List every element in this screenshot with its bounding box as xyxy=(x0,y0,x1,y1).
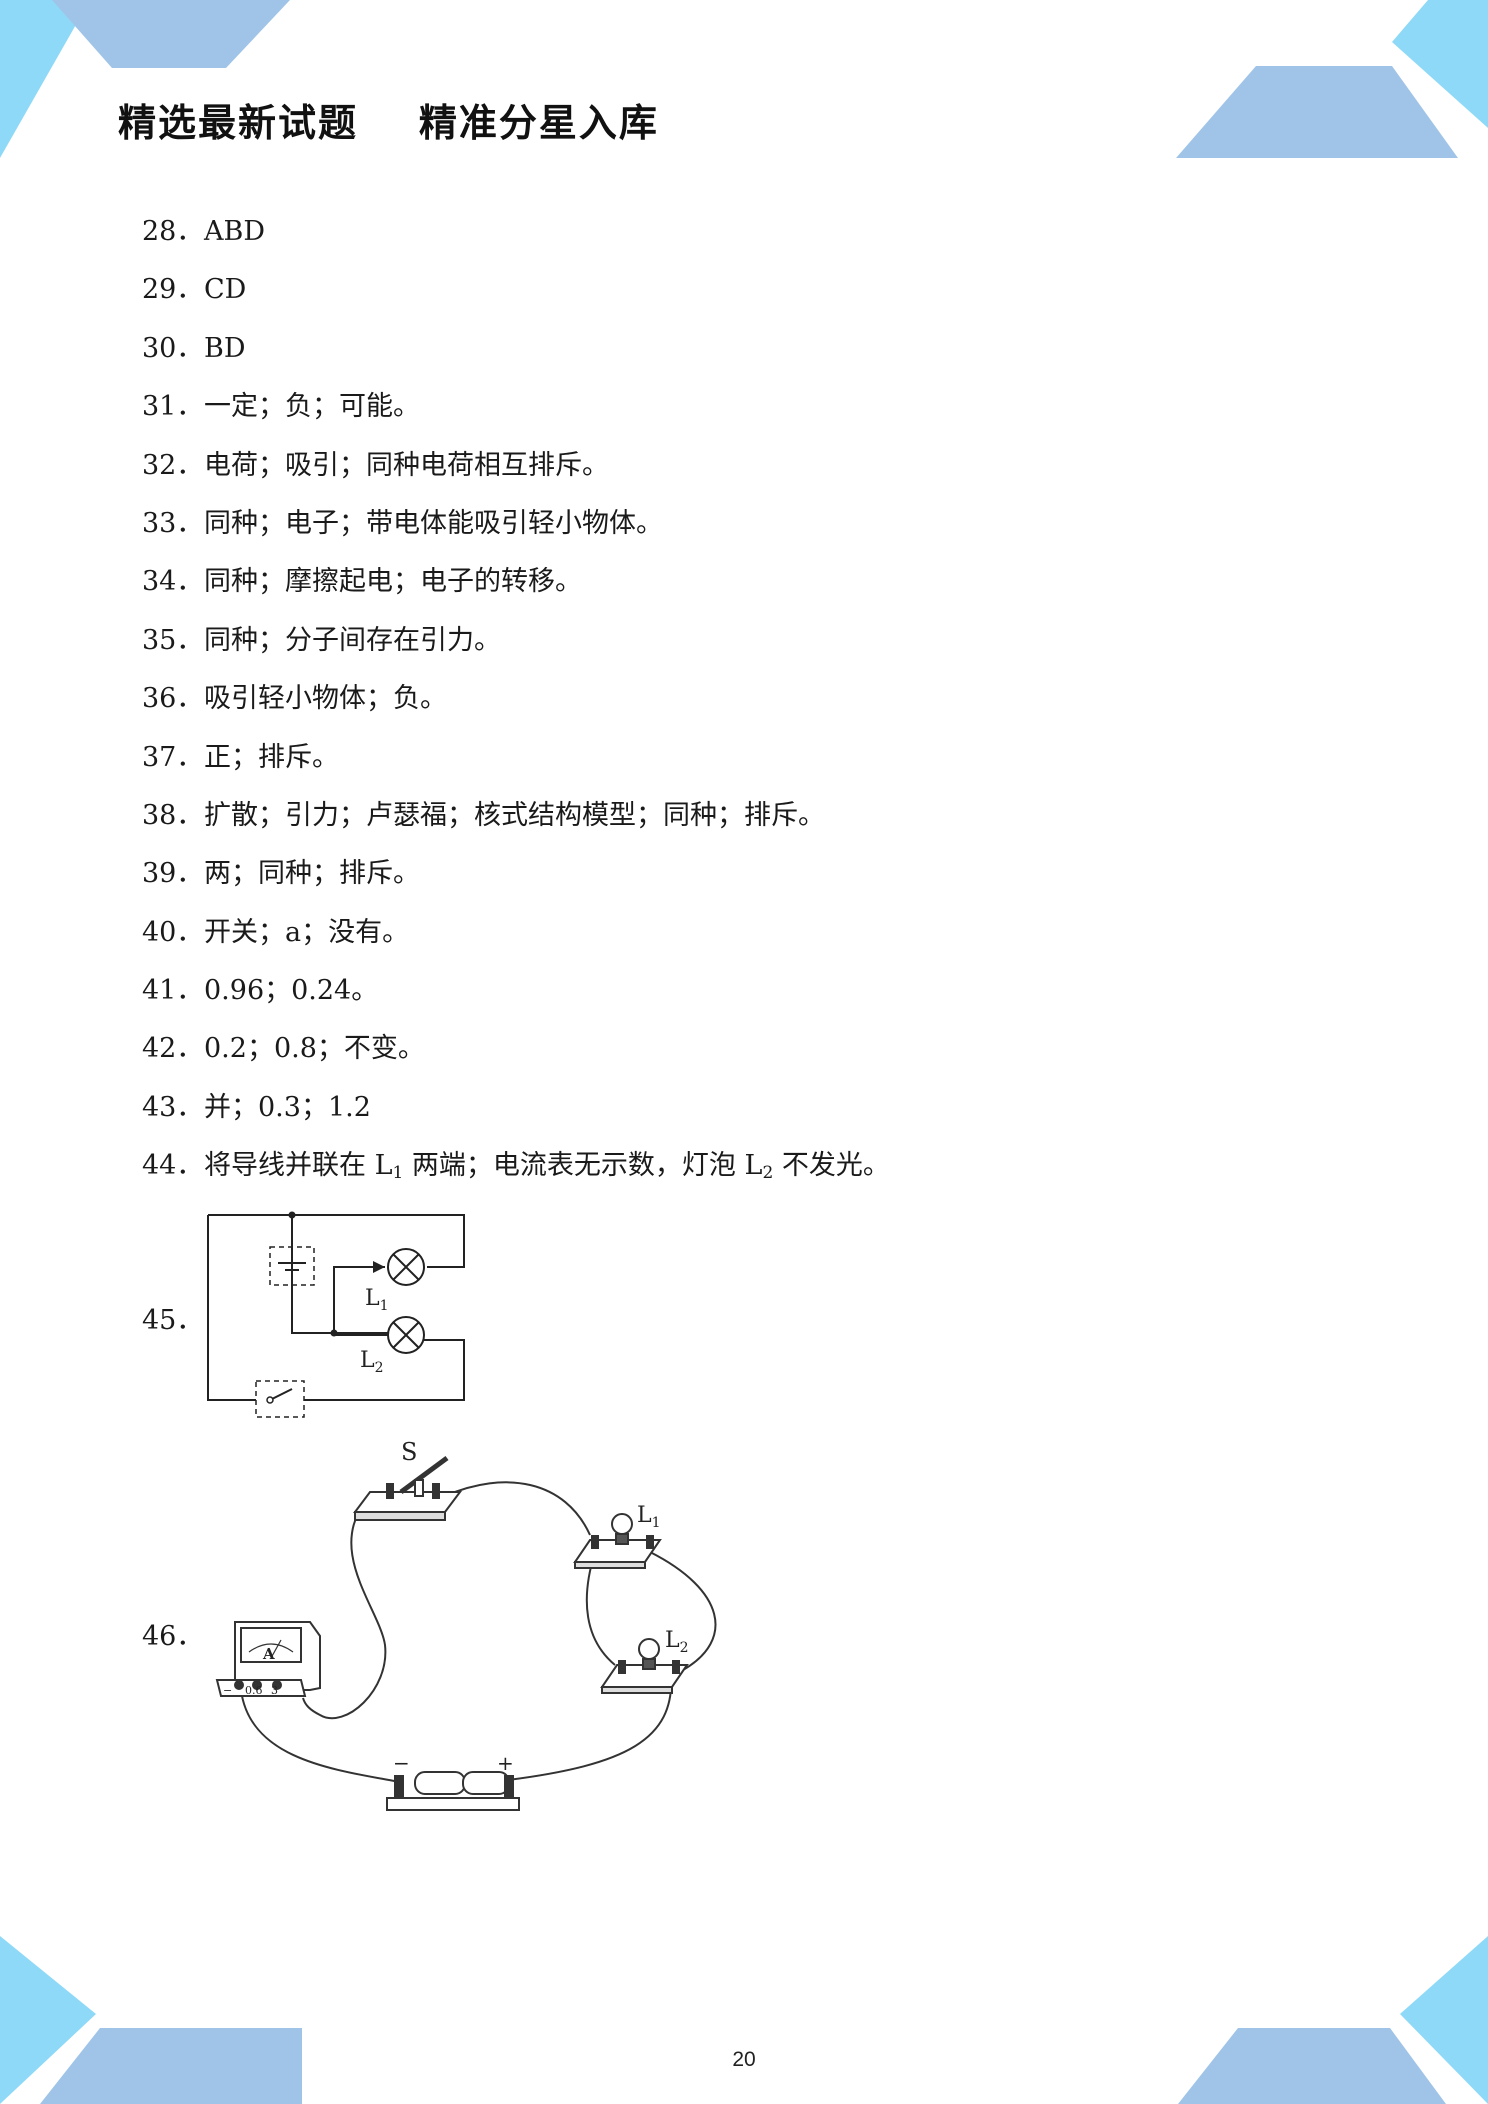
answer-39: 39．两；同种；排斥。 xyxy=(142,854,890,912)
wire-to-l1 xyxy=(333,1266,385,1333)
answer-number-46: 46． xyxy=(142,1621,204,1652)
answer-number: 32． xyxy=(142,449,204,481)
answer-text: 并；0.3；1.2 xyxy=(204,1091,371,1123)
answer-number: 40． xyxy=(142,916,204,948)
battery-plus-label: + xyxy=(497,1751,514,1775)
answer-text: 吸引轻小物体；负。 xyxy=(204,683,447,715)
answer-30: 30．BD xyxy=(142,329,890,387)
ammeter xyxy=(215,1621,321,1697)
answer-text: ABD xyxy=(204,216,265,247)
answer-text: 0.2；0.8；不变。 xyxy=(204,1033,425,1065)
answer-38: 38．扩散；引力；卢瑟福；核式结构模型；同种；排斥。 xyxy=(142,796,890,854)
wire-l2-to-battery xyxy=(507,1674,673,1781)
answer-28: 28．ABD xyxy=(142,212,890,270)
answer-text: 电荷；吸引；同种电荷相互排斥。 xyxy=(204,449,609,481)
wire-top xyxy=(292,1214,465,1268)
wire-battery-branch xyxy=(291,1215,403,1334)
answer-33: 33．同种；电子；带电体能吸引轻小物体。 xyxy=(142,504,890,562)
answer-text: CD xyxy=(204,274,247,306)
ammeter-terminal-minus: − xyxy=(223,1684,232,1697)
answer-text-part2: 两端；电流表无示数，灯泡 L xyxy=(403,1150,763,1182)
top-right-trapezoid xyxy=(1176,66,1458,158)
answer-number: 35． xyxy=(142,624,204,656)
answer-number: 33． xyxy=(142,507,204,539)
circuit-diagram-45: L1 L2 xyxy=(207,1211,465,1418)
answer-44: 44．将导线并联在 L1 两端；电流表无示数，灯泡 L2 不发光。 xyxy=(142,1146,890,1204)
top-right-triangle xyxy=(1392,0,1488,128)
top-left-trapezoid xyxy=(52,0,290,68)
answer-number: 39． xyxy=(142,858,204,890)
answer-number: 38． xyxy=(142,799,204,831)
answer-text: 同种；分子间存在引力。 xyxy=(204,624,501,656)
wire-ammeter-to-battery xyxy=(240,1689,401,1783)
wire-switch-to-l1 xyxy=(444,1481,591,1536)
answer-41: 41．0.96；0.24。 xyxy=(142,971,890,1029)
answer-43: 43．并；0.3；1.2 xyxy=(142,1088,890,1146)
switch-label: S xyxy=(401,1440,417,1466)
wire-switch-to-ammeter xyxy=(302,1499,387,1720)
lamp-l1-label: L1 xyxy=(637,1503,661,1531)
lamp-l2-label: L2 xyxy=(665,1628,689,1656)
answer-list: 28．ABD 29．CD 30．BD 31．一定；负；可能。 32．电荷；吸引；… xyxy=(142,212,890,1205)
bottom-right-triangle xyxy=(1400,1936,1488,2104)
junction-dot xyxy=(288,1211,296,1219)
answer-text: 0.96；0.24。 xyxy=(204,975,379,1007)
answer-text: 两；同种；排斥。 xyxy=(204,858,420,890)
answer-text: 同种；摩擦起电；电子的转移。 xyxy=(204,566,582,598)
top-left-triangle xyxy=(0,0,90,158)
answer-text: 开关；a；没有。 xyxy=(204,916,410,948)
answer-42: 42．0.2；0.8；不变。 xyxy=(142,1029,890,1087)
answer-number: 31． xyxy=(142,391,204,423)
lamp-l2-symbol xyxy=(387,1316,425,1354)
lamp-l1-board xyxy=(573,1513,662,1569)
answer-text: 一定；负；可能。 xyxy=(204,391,420,423)
answer-number: 34． xyxy=(142,566,204,598)
circuit-illustration-46: S L1 L2 A − 0.6 3 − + xyxy=(215,1440,717,1811)
page-number: 20 xyxy=(732,2048,756,2071)
answer-35: 35．同种；分子间存在引力。 xyxy=(142,621,890,679)
switch-dashed-box xyxy=(255,1380,305,1418)
subscript: 1 xyxy=(392,1163,404,1184)
lamp-l1-symbol xyxy=(387,1248,425,1286)
battery-minus-label: − xyxy=(393,1751,410,1775)
wire-outer-loop xyxy=(207,1214,465,1401)
lamp-l1-label: L1 xyxy=(365,1286,389,1314)
battery-holder xyxy=(386,1771,520,1811)
ammeter-letter: A xyxy=(262,1645,275,1663)
subscript: 2 xyxy=(762,1163,774,1184)
answer-37: 37．正；排斥。 xyxy=(142,738,890,796)
answer-number: 37． xyxy=(142,741,204,773)
answer-text-part1: 将导线并联在 L xyxy=(204,1150,393,1182)
answer-text: 同种；电子；带电体能吸引轻小物体。 xyxy=(204,507,663,539)
bottom-left-triangle xyxy=(0,1936,96,2104)
answer-number-45: 45． xyxy=(142,1305,204,1336)
answer-29: 29．CD xyxy=(142,270,890,328)
answer-number: 41． xyxy=(142,975,204,1007)
header-title: 精选最新试题 精准分星入库 xyxy=(118,101,659,145)
wire-l1-to-l2-right xyxy=(649,1551,717,1671)
answer-number: 36． xyxy=(142,683,204,715)
lamp-l2-label: L2 xyxy=(360,1348,384,1376)
answer-31: 31．一定；负；可能。 xyxy=(142,387,890,445)
switch-s xyxy=(353,1455,462,1521)
answer-text-part3: 不发光。 xyxy=(773,1150,890,1182)
answer-32: 32．电荷；吸引；同种电荷相互排斥。 xyxy=(142,446,890,504)
answer-text: 扩散；引力；卢瑟福；核式结构模型；同种；排斥。 xyxy=(204,799,825,831)
answer-number: 30． xyxy=(142,332,204,364)
answer-34: 34．同种；摩擦起电；电子的转移。 xyxy=(142,562,890,620)
ammeter-terminal-3: 3 xyxy=(271,1684,278,1697)
answer-number: 29． xyxy=(142,274,204,306)
arrow-head xyxy=(373,1261,385,1273)
answer-number: 28． xyxy=(142,216,204,247)
answer-number: 44． xyxy=(142,1150,204,1182)
answer-36: 36．吸引轻小物体；负。 xyxy=(142,679,890,737)
lamp-l2-board xyxy=(600,1638,689,1694)
answer-40: 40．开关；a；没有。 xyxy=(142,913,890,971)
switch-blade xyxy=(271,1388,293,1400)
answer-text: BD xyxy=(204,332,246,364)
answer-number: 42． xyxy=(142,1033,204,1065)
answer-text: 正；排斥。 xyxy=(204,741,339,773)
answer-number: 43． xyxy=(142,1091,204,1123)
ammeter-terminal-06: 0.6 xyxy=(245,1684,263,1697)
